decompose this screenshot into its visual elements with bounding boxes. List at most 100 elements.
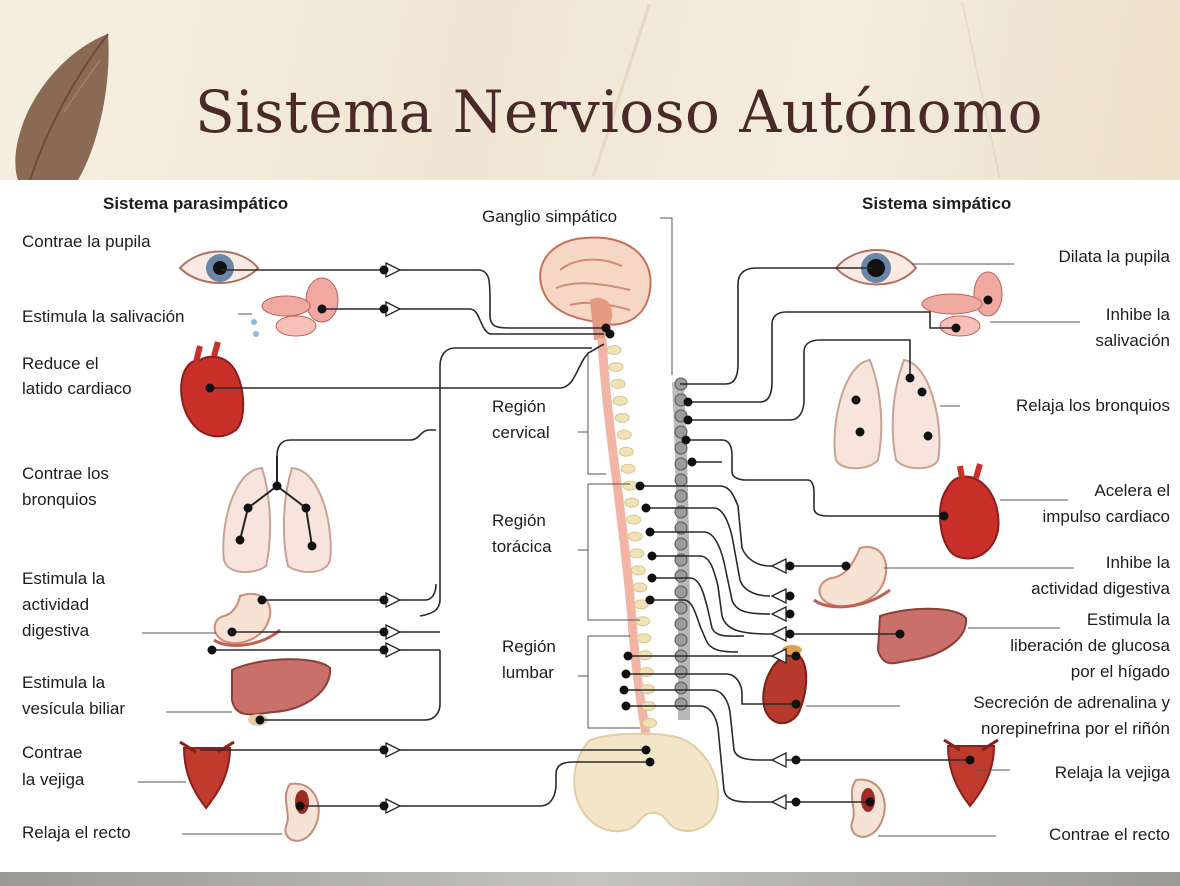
vertebra — [628, 532, 642, 541]
synapse-dot — [380, 596, 389, 605]
chain-ganglion — [675, 602, 687, 614]
ganglion-leader — [660, 218, 672, 375]
chain-ganglion — [675, 538, 687, 550]
synapse-dot — [792, 798, 801, 807]
label-glucosa-1: Estimula la — [1087, 610, 1171, 629]
synapse-dot — [380, 305, 389, 314]
synapse-dot — [786, 630, 795, 639]
right-bladder-illustration — [944, 740, 998, 806]
right-stomach-illustration — [814, 547, 890, 607]
chain-ganglion — [675, 634, 687, 646]
chain-ganglion — [675, 698, 687, 710]
label-contrae-recto: Contrae el recto — [1049, 825, 1170, 844]
synapse-dot — [786, 610, 795, 619]
synapse-dot — [642, 504, 651, 513]
vertebra — [607, 346, 621, 355]
label-vesicula-1: Estimula la — [22, 673, 106, 692]
ganglion-symbol — [772, 753, 786, 767]
vertebra — [643, 719, 657, 728]
synapse-dot — [918, 388, 927, 397]
diagram-canvas: Sistema parasimpático Sistema simpático … — [0, 180, 1180, 872]
chain-ganglion — [675, 618, 687, 630]
vertebral-column — [607, 346, 658, 745]
synapse-dot — [642, 746, 651, 755]
leaf-decoration — [0, 0, 130, 180]
synapse-dot — [622, 702, 631, 711]
synapse-dot — [646, 528, 655, 537]
label-inhibe-digestiva-1: Inhibe la — [1106, 553, 1171, 572]
label-glucosa-2: liberación de glucosa — [1010, 636, 1170, 655]
page-title: Sistema Nervioso Autónomo — [195, 78, 1043, 146]
synapse-dot — [966, 756, 975, 765]
synapse-dot — [842, 562, 851, 571]
vertebra — [623, 481, 637, 490]
sympathetic-header: Sistema simpático — [862, 194, 1011, 213]
label-contrae-bronquios-1: Contrae los — [22, 464, 109, 483]
left-rectum-illustration — [285, 784, 318, 841]
region-thoracic-2: torácica — [492, 537, 552, 556]
synapse-dot — [896, 630, 905, 639]
vertebra — [636, 617, 650, 626]
synapse-dot — [648, 574, 657, 583]
ganglion-symbol — [772, 589, 786, 603]
parasympathetic-header: Sistema parasimpático — [103, 194, 288, 213]
synapse-dot — [648, 552, 657, 561]
label-acelera-impulso-1: Acelera el — [1094, 481, 1170, 500]
label-actividad-digestiva-3: digestiva — [22, 621, 90, 640]
label-contrae-pupila: Contrae la pupila — [22, 232, 151, 251]
region-thoracic-1: Región — [492, 511, 546, 530]
region-lumbar-1: Región — [502, 637, 556, 656]
right-rectum-illustration — [851, 780, 884, 837]
synapse-dot — [940, 512, 949, 521]
ganglion-symbol — [772, 795, 786, 809]
synapse-dot — [682, 436, 691, 445]
synapse-dot — [206, 384, 215, 393]
synapse-dot — [792, 652, 801, 661]
vertebra — [625, 498, 639, 507]
vertebra — [639, 668, 653, 677]
synapse-dot — [236, 536, 245, 545]
ganglion-symbol — [772, 607, 786, 621]
synapse-dot — [786, 562, 795, 571]
vertebra — [621, 464, 635, 473]
ganglion-symbols — [386, 263, 786, 813]
sympathetic-ganglia — [675, 378, 687, 710]
chain-ganglion — [675, 682, 687, 694]
label-adrenalina-2: norepinefrina por el riñón — [981, 719, 1170, 738]
synapse-dot — [380, 746, 389, 755]
synapse-dot — [984, 296, 993, 305]
vertebra — [609, 362, 623, 371]
region-lumbar-2: lumbar — [502, 663, 554, 682]
synapse-dot — [684, 416, 693, 425]
region-cervical-1: Región — [492, 397, 546, 416]
label-contrae-vejiga-1: Contrae — [22, 743, 82, 762]
chain-ganglion — [675, 490, 687, 502]
synapse-dot — [258, 596, 267, 605]
left-stomach-illustration — [214, 594, 280, 646]
synapse-dot — [308, 542, 317, 551]
ganglion-symbol — [772, 559, 786, 573]
ganglion-label: Ganglio simpático — [482, 207, 617, 226]
vertebra — [640, 685, 654, 694]
left-liver-illustration — [232, 659, 330, 726]
label-inhibe-salivacion-1: Inhibe la — [1106, 305, 1171, 324]
label-contrae-vejiga-2: la vejiga — [22, 770, 85, 789]
synapse-dot — [624, 652, 633, 661]
label-glucosa-3: por el hígado — [1071, 662, 1170, 681]
synapse-dot — [856, 428, 865, 437]
chain-ganglion — [675, 458, 687, 470]
right-lungs-illustration — [834, 360, 939, 468]
synapse-dot — [380, 628, 389, 637]
label-relaja-vejiga: Relaja la vejiga — [1055, 763, 1171, 782]
brain-illustration — [540, 238, 650, 340]
vertebra — [613, 396, 627, 405]
chain-ganglion — [675, 586, 687, 598]
synapse-dot — [688, 458, 697, 467]
left-bladder-illustration — [180, 742, 234, 808]
vertebra — [630, 549, 644, 558]
synapse-dot — [620, 686, 629, 695]
label-reduce-latido-2: latido cardiaco — [22, 379, 132, 398]
title-banner: Sistema Nervioso Autónomo — [0, 0, 1180, 180]
synapse-dot — [792, 756, 801, 765]
